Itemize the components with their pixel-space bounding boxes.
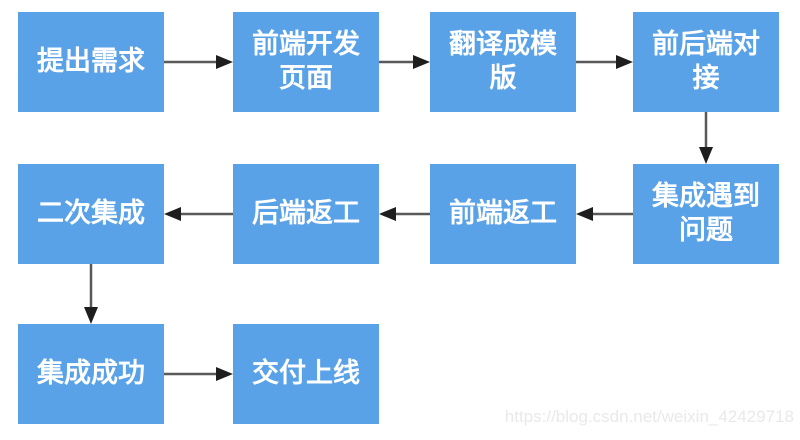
node-frontend-dev-page: 前端开发页面	[233, 12, 379, 112]
arrow-translate-to-join	[576, 55, 633, 69]
arrow-frontend-rework-to-backend-rework	[379, 207, 430, 221]
node-frontend-rework: 前端返工	[430, 164, 576, 264]
node-front-back-join: 前后端对接	[633, 12, 779, 112]
arrow-success-to-delivery	[164, 367, 233, 381]
node-request: 提出需求	[18, 12, 164, 112]
node-second-integration: 二次集成	[18, 164, 164, 264]
arrow-frontend-dev-to-translate	[379, 55, 430, 69]
arrow-join-to-issue	[699, 112, 713, 164]
arrow-backend-rework-to-second-integration	[164, 207, 233, 221]
node-backend-rework: 后端返工	[233, 164, 379, 264]
node-integration-success: 集成成功	[18, 324, 164, 424]
node-translate-template: 翻译成模版	[430, 12, 576, 112]
arrow-issue-to-frontend-rework	[576, 207, 633, 221]
node-delivery-online: 交付上线	[233, 324, 379, 424]
csdn-watermark: https://blog.csdn.net/weixin_42429718	[504, 407, 794, 426]
arrow-second-integration-to-success	[84, 264, 98, 324]
arrow-request-to-frontend-dev	[164, 55, 233, 69]
node-integration-issue: 集成遇到问题	[633, 164, 779, 264]
